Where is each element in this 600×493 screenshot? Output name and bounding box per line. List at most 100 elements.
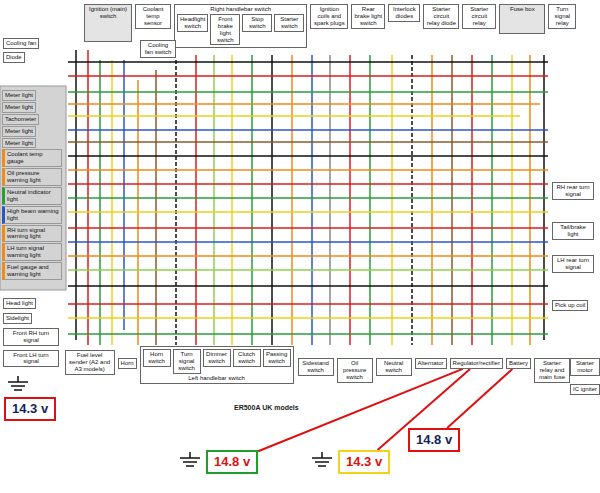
component-box: Rear brake light switch: [351, 4, 385, 29]
component-box: Horn switch: [143, 349, 171, 367]
wire: [68, 241, 548, 243]
component-box: High beam warning light: [2, 206, 62, 224]
component-label: 14.3 v: [12, 401, 48, 417]
component-label: Stop switch: [245, 16, 269, 30]
voltage-reading: 14.8 v: [206, 450, 258, 474]
component-box: Neutral indicator light: [2, 187, 62, 205]
component-box: Pick up coil: [552, 300, 588, 311]
wire: [123, 60, 125, 330]
component-box: LH rear turn signal: [552, 255, 594, 273]
switch-group: Headlight switch Front brake light switch…: [177, 14, 304, 46]
wire: [68, 75, 548, 77]
component-label: Headlight switch: [180, 16, 205, 30]
wire: [68, 285, 548, 287]
wire: [451, 55, 453, 345]
component-label: IC igniter: [573, 386, 597, 393]
wire: [68, 269, 548, 271]
component-label: Passing switch: [266, 351, 288, 365]
component-box: Ignition (main) switch: [84, 4, 132, 42]
component-box: Starter circuit relay: [462, 4, 496, 29]
component-label: Turn signal relay: [551, 6, 573, 27]
component-label: Neutral indicator light: [7, 189, 59, 203]
wire: [329, 55, 331, 345]
wire: [391, 55, 393, 345]
component-label: Rear brake light switch: [354, 6, 382, 27]
component-box: Starter switch: [274, 14, 304, 32]
component-box: Neutral switch: [376, 358, 412, 376]
component-box: Interlock diodes: [388, 4, 420, 22]
component-box: Sidelight: [3, 313, 32, 324]
component-box: Meter light: [2, 90, 36, 101]
wire: [529, 55, 531, 345]
wire: [231, 55, 233, 345]
component-box: Cooling fan switch: [140, 40, 176, 58]
component-box: Dimmer switch: [203, 349, 231, 367]
component-box: Diode: [3, 52, 25, 63]
component-box: Clutch switch: [233, 349, 261, 367]
component-label: Sidestand switch: [301, 360, 331, 374]
component-label: LH turn signal warning light: [7, 245, 59, 259]
wire: [99, 60, 101, 345]
component-box: Passing switch: [263, 349, 291, 367]
component-label: Interlock diodes: [391, 6, 417, 20]
component-label: Tachometer: [5, 116, 36, 123]
component-box: RH rear turn signal: [552, 182, 594, 200]
component-box: Coolant temp gauge: [2, 149, 62, 167]
component-box: Meter light: [2, 126, 36, 137]
component-label: Horn switch: [146, 351, 168, 365]
component-label: Diode: [6, 54, 22, 61]
switch-group: Horn switch Turn signal switch Dimmer swit…: [143, 349, 291, 374]
component-box: Horn: [118, 358, 137, 369]
component-box: Meter light: [2, 102, 36, 113]
component-label: Meter light: [5, 92, 33, 99]
component-label: Meter light: [5, 140, 33, 147]
voltage-reading: 14.8 v: [408, 428, 460, 452]
measurement-lead: [447, 369, 512, 428]
component-label: Starter motor: [573, 360, 597, 374]
component-label: Coolant temp gauge: [7, 151, 59, 165]
ground-symbol: [180, 452, 200, 466]
wire: [68, 169, 548, 171]
component-box: Front LH turn signal: [3, 350, 59, 368]
wire: [311, 55, 313, 345]
component-box: Oil pressure warning light: [2, 168, 62, 186]
component-label: Clutch switch: [236, 351, 258, 365]
component-box: Tail/brake light: [552, 222, 594, 240]
component-label: High beam warning light: [7, 208, 59, 222]
wire: [68, 211, 548, 213]
component-label: LH rear turn signal: [555, 257, 591, 271]
component-box: Regulator/rectifier: [450, 358, 503, 369]
wire: [68, 103, 540, 105]
component-label: Alternator: [418, 360, 444, 367]
component-label: RH rear turn signal: [555, 184, 591, 198]
component-box: Fuse box: [499, 4, 545, 34]
component-box: Starter circuit relay diode: [423, 4, 459, 29]
component-box: Coolant temp sensor: [135, 4, 171, 29]
component-label: Starter circuit relay diode: [426, 6, 456, 27]
component-label: Fuel gauge and warning light: [7, 264, 59, 278]
component-label: Front RH turn signal: [6, 330, 56, 344]
component-box: Head light: [3, 298, 36, 309]
component-label: Meter light: [5, 104, 33, 111]
wire: [68, 317, 548, 319]
component-label: Left handlebar switch: [143, 375, 291, 382]
wire: [75, 50, 77, 340]
wire: [68, 61, 548, 63]
component-label: Meter light: [5, 128, 33, 135]
component-box: Front brake light switch: [210, 14, 240, 46]
component-label: Starter relay and main fuse: [537, 360, 567, 381]
wire: [511, 55, 513, 345]
component-box: Fuel gauge and warning light: [2, 262, 62, 280]
component-label: Turn signal switch: [176, 351, 198, 372]
wire: [111, 60, 113, 345]
component-box: Front RH turn signal: [3, 328, 59, 346]
wire: [68, 115, 520, 117]
ground-symbol: [312, 452, 332, 466]
component-label: Regulator/rectifier: [453, 360, 500, 367]
voltage-reading: 14.3 v: [4, 397, 56, 421]
component-label: Starter switch: [277, 16, 301, 30]
component-label: Fuse box: [502, 6, 542, 13]
component-label: Coolant temp sensor: [138, 6, 168, 27]
wire: [471, 55, 473, 345]
